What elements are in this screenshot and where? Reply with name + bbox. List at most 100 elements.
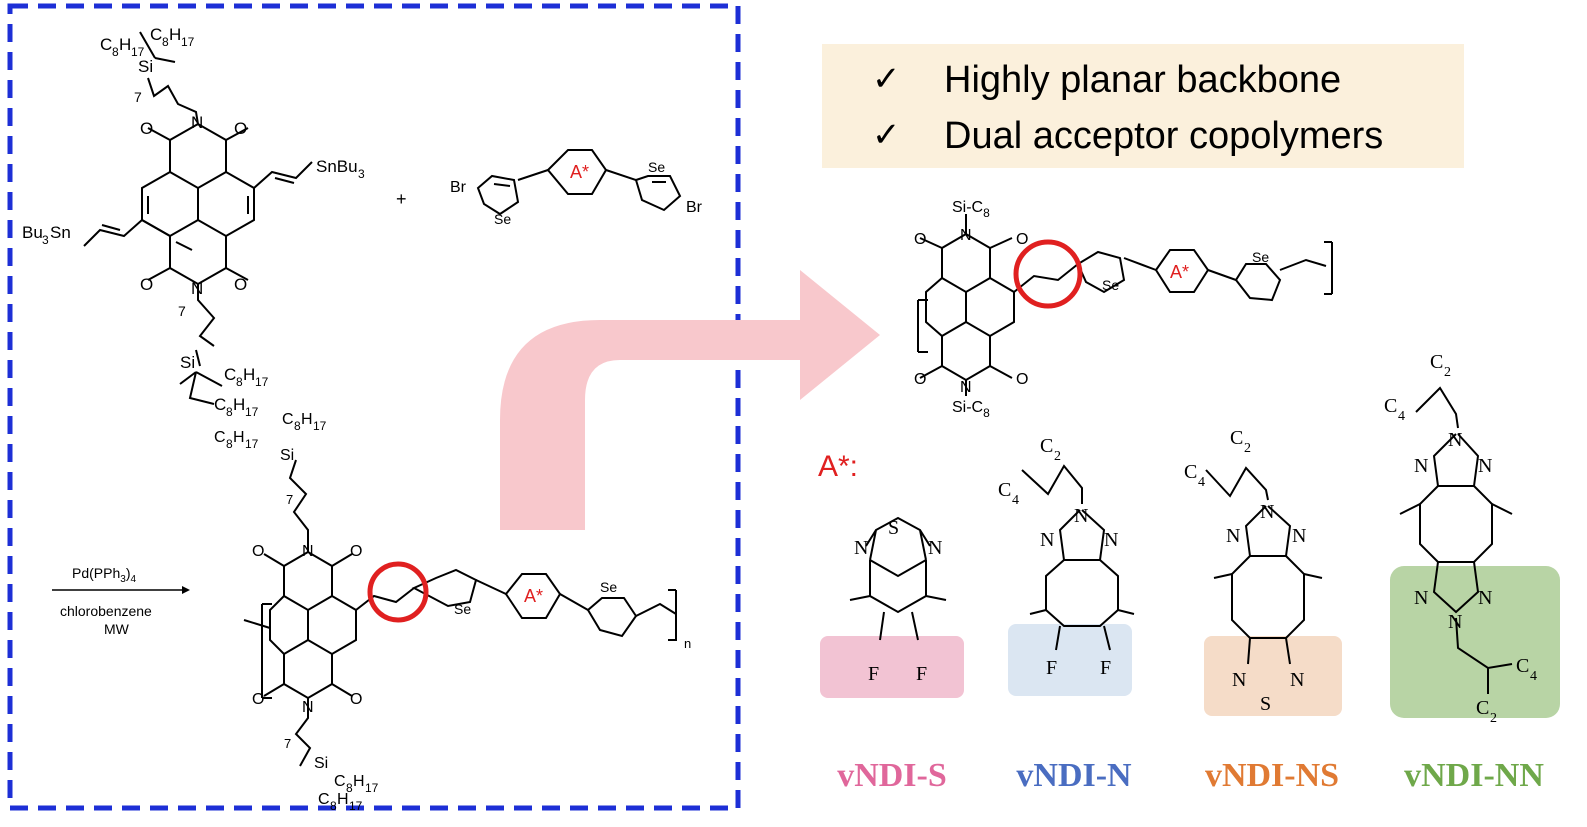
svg-text:O: O: [234, 119, 247, 138]
svg-text:N: N: [1414, 455, 1428, 477]
svg-text:C: C: [1476, 697, 1489, 719]
svg-text:O: O: [1016, 231, 1028, 248]
svg-text:8: 8: [346, 781, 353, 795]
svg-text:Sn: Sn: [50, 223, 71, 242]
svg-text:O: O: [914, 371, 926, 388]
vndi-s-atoms: S N N F F: [854, 517, 942, 685]
svg-text:N: N: [1226, 525, 1240, 547]
structure-vndi-n: [1021, 464, 1135, 651]
product-polymer: [917, 214, 1333, 396]
svg-text:7: 7: [178, 303, 186, 319]
vinylene-highlight-circle: [1013, 239, 1083, 309]
svg-text:N: N: [191, 279, 203, 298]
svg-text:N: N: [1448, 429, 1462, 451]
svg-text:A*: A*: [1170, 262, 1189, 282]
svg-text:O: O: [914, 231, 926, 248]
highlight-box: [822, 44, 1464, 168]
svg-text:H: H: [119, 35, 131, 54]
acceptor-key-label: A*:: [818, 450, 858, 483]
svg-text:4: 4: [1530, 669, 1537, 684]
svg-text:O: O: [1016, 371, 1028, 388]
svg-text:N: N: [191, 113, 203, 132]
variant-box-ns: [1204, 636, 1342, 716]
svg-text:7: 7: [284, 736, 291, 751]
svg-text:F: F: [916, 663, 927, 685]
svg-text:Br: Br: [450, 179, 467, 196]
svg-text:8: 8: [330, 799, 337, 813]
svg-text:H: H: [353, 773, 365, 790]
svg-text:C: C: [150, 25, 162, 44]
monomer-ndi-stannane: [83, 31, 313, 405]
svg-text:C: C: [1184, 461, 1197, 483]
svg-text:S: S: [1260, 693, 1271, 715]
svg-text:H: H: [233, 429, 245, 446]
svg-text:17: 17: [181, 35, 195, 49]
svg-text:A*: A*: [570, 162, 589, 182]
svg-text:N: N: [1478, 587, 1492, 609]
svg-text:C: C: [1430, 351, 1443, 373]
svg-text:O: O: [350, 543, 362, 560]
structure-vndi-ns: [1205, 466, 1323, 665]
svg-text:3: 3: [42, 233, 49, 247]
svg-text:C: C: [1230, 427, 1243, 449]
svg-text:N: N: [1260, 501, 1274, 523]
svg-text:N: N: [1478, 455, 1492, 477]
reaction-dashed-box: [7, 3, 741, 811]
svg-text:H: H: [233, 395, 245, 414]
svg-text:17: 17: [255, 375, 269, 389]
svg-text:C: C: [1384, 395, 1397, 417]
svg-text:4: 4: [1012, 493, 1019, 508]
svg-text:N: N: [928, 537, 942, 559]
svg-text:chlorobenzene: chlorobenzene: [60, 603, 152, 619]
svg-text:3: 3: [358, 167, 365, 181]
svg-text:7: 7: [134, 89, 142, 105]
svg-text:Se: Se: [648, 159, 665, 175]
svg-text:Bu: Bu: [22, 223, 43, 242]
svg-text:C: C: [1040, 435, 1053, 457]
monomer-dibromo: [476, 149, 682, 216]
svg-text:MW: MW: [104, 621, 130, 637]
svg-text:O: O: [234, 275, 247, 294]
svg-text:Se: Se: [494, 211, 511, 227]
svg-text:H: H: [169, 25, 181, 44]
variant-box-s: [820, 636, 964, 698]
svg-text:N: N: [1292, 525, 1306, 547]
svg-text:17: 17: [313, 419, 327, 433]
svg-text:17: 17: [349, 799, 363, 813]
svg-text:17: 17: [131, 45, 145, 59]
product-labels: Si-C8 N O O O O N Si-C8 Se A* Se: [914, 199, 1269, 420]
svg-text:N: N: [1040, 529, 1054, 551]
svg-text:N: N: [1074, 505, 1088, 527]
svg-text:N: N: [1232, 669, 1246, 691]
svg-text:4: 4: [1198, 475, 1205, 490]
polymer-structure: [243, 459, 677, 767]
structure-vndi-s: [849, 516, 947, 641]
svg-text:Si-C8: Si-C8: [952, 199, 990, 220]
highlight-2: Dual acceptor copolymers: [944, 115, 1383, 157]
vinylene-highlight-circle: [367, 561, 429, 623]
svg-text:2: 2: [1244, 441, 1251, 456]
polymer-labels: C 8 H 17 C 8 H 17 Si 7 N O O O O N 7 Si …: [214, 411, 691, 813]
svg-text:Si: Si: [138, 57, 153, 76]
variant-label-nn: vNDI-NN: [1404, 757, 1544, 794]
svg-text:N: N: [302, 543, 314, 560]
highlight-1: Highly planar backbone: [944, 59, 1341, 101]
svg-text:17: 17: [245, 405, 259, 419]
svg-text:O: O: [252, 691, 264, 708]
svg-text:N: N: [854, 537, 868, 559]
svg-text:Br: Br: [686, 199, 703, 216]
vndi-nn-atoms: C 2 C 4 N N N N N N C 4 C 2: [1384, 351, 1537, 726]
svg-text:O: O: [140, 275, 153, 294]
svg-text:2: 2: [1490, 711, 1497, 726]
svg-text:N: N: [302, 699, 314, 716]
svg-text:8: 8: [236, 375, 243, 389]
svg-text:C: C: [214, 429, 226, 446]
monomer1-labels: C 8 H 17 C 8 H 17 Si 7 O O N O O N 7 Si …: [22, 25, 365, 419]
svg-text:S: S: [888, 517, 899, 539]
svg-text:C: C: [998, 479, 1011, 501]
vndi-ns-atoms: C 2 C 4 N N N N N S: [1184, 427, 1306, 715]
svg-text:Si-C8: Si-C8: [952, 399, 990, 420]
svg-text:C: C: [214, 395, 226, 414]
svg-text:C: C: [224, 365, 236, 384]
